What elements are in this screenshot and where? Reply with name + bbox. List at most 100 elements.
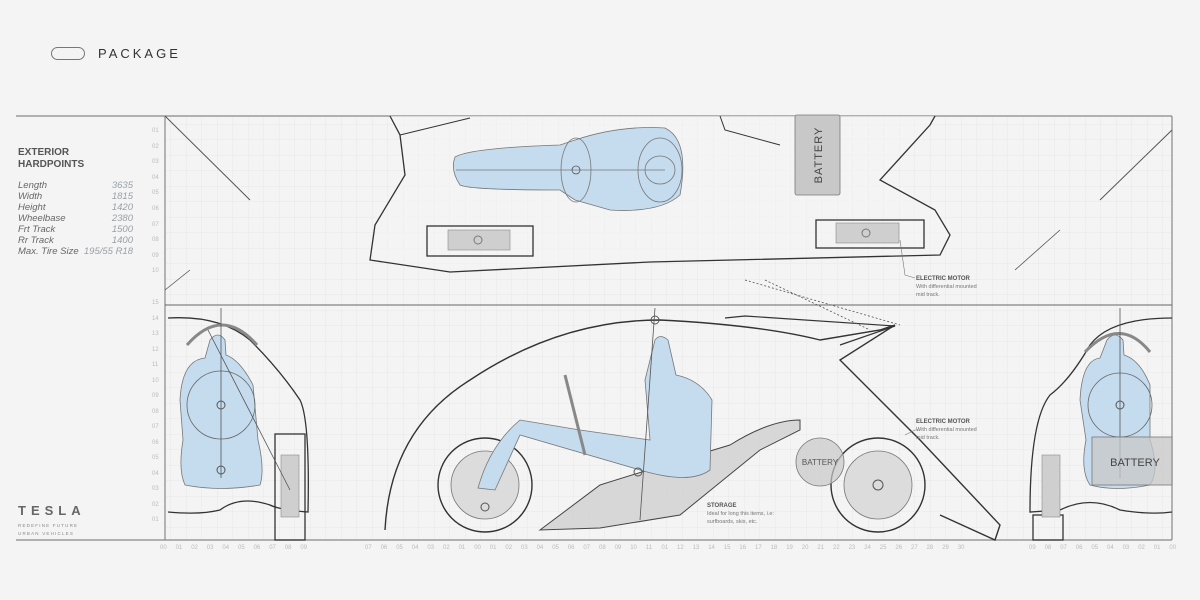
axis-tick: 08 (284, 545, 292, 551)
top-view: BATTERY (369, 114, 951, 279)
spec-value: 1420 (111, 202, 133, 213)
axis-tick: 28 (926, 545, 934, 551)
svg-text:BATTERY: BATTERY (802, 458, 839, 467)
axis-tick: 17 (755, 545, 762, 551)
axis-tick: 06 (152, 206, 159, 212)
axis-tick: 04 (411, 545, 419, 551)
spec-value: 195/55 R18 (83, 246, 133, 257)
axis-tick: 12 (677, 545, 684, 551)
axis-tick: 24 (864, 545, 871, 551)
axis-tick: 11 (152, 362, 159, 368)
axis-tick: 02 (505, 545, 513, 551)
spec-label: Rr Track (18, 235, 54, 246)
axis-tick: 09 (152, 393, 159, 399)
axis-tick: 25 (879, 545, 887, 551)
axis-tick: 16 (739, 545, 747, 551)
axis-tick: 06 (567, 545, 575, 551)
axis-tick: 06 (380, 545, 388, 551)
axis-tick: 07 (365, 545, 372, 551)
axis-tick: 13 (152, 331, 159, 337)
axis-tick: 10 (630, 545, 637, 551)
axis-tick: 26 (895, 545, 903, 551)
spec-value: 1500 (111, 224, 133, 235)
pill-shape-icon (51, 47, 85, 60)
svg-text:BATTERY: BATTERY (1110, 457, 1160, 469)
battery-rear (1091, 436, 1173, 486)
axis-tick: 00 (160, 545, 167, 551)
axis-tick: 01 (152, 517, 159, 523)
axis-tick: 23 (848, 545, 856, 551)
spec-label: Height (18, 202, 46, 213)
spec-label: Length (18, 180, 48, 191)
axis-tick: 01 (458, 545, 466, 551)
axis-tick: 00 (1169, 545, 1177, 551)
axis-tick: 08 (1044, 545, 1052, 551)
axis-tick: 05 (152, 190, 159, 197)
axis-tick: 01 (661, 545, 669, 551)
spec-row: Max. Tire Size 195/55 R18 (18, 246, 133, 257)
spec-label: Width (18, 191, 43, 202)
tesla-logo: TESLA (18, 503, 86, 518)
axis-tick: 07 (269, 545, 276, 551)
spec-row: Height 1420 (18, 202, 133, 213)
axis-tick: 15 (152, 300, 159, 306)
axis-tick: 07 (583, 545, 591, 551)
axis-tick: 19 (786, 545, 793, 551)
spec-row: Frt Track 1500 (18, 224, 133, 235)
axis-tick: 29 (942, 545, 949, 551)
page-title: PACKAGE (98, 46, 181, 61)
axis-tick: 03 (152, 159, 159, 166)
spec-value: 1400 (111, 235, 133, 246)
axis-tick: 14 (152, 315, 159, 322)
axis-tick: 01 (175, 545, 183, 551)
spec-row: Width 1815 (18, 191, 133, 202)
svg-text:BATTERY: BATTERY (813, 127, 825, 184)
axis-tick: 21 (817, 545, 825, 551)
axis-tick: 10 (152, 268, 159, 275)
rear-wheel-top (815, 219, 925, 249)
axis-tick: 10 (152, 377, 159, 384)
axis-tick: 07 (1060, 545, 1067, 551)
axis-tick: 05 (396, 545, 403, 551)
battery-top (794, 114, 841, 196)
axis-tick: 14 (708, 545, 715, 551)
axis-tick: 08 (152, 408, 159, 415)
axis-tick: 08 (599, 545, 606, 551)
axis-tick: 05 (152, 455, 159, 461)
spec-label: Max. Tire Size (18, 246, 79, 257)
axis-tick: 02 (152, 143, 159, 150)
annotation-storage: STORAGE Ideal for long this items, i.e: … (707, 503, 774, 525)
spec-value: 3635 (111, 180, 133, 191)
axis-tick: 02 (152, 501, 159, 508)
axis-tick: 07 (152, 221, 159, 228)
axis-tick: 22 (833, 545, 840, 551)
axis-tick: 27 (911, 545, 918, 551)
axis-tick: 11 (645, 545, 653, 551)
axis-tick: 03 (427, 545, 435, 551)
axis-tick: 09 (614, 545, 622, 551)
axis-tick: 13 (692, 545, 700, 551)
front-wheel-top (426, 225, 534, 257)
axis-tick: 15 (723, 545, 731, 551)
spec-value: 2380 (111, 213, 133, 224)
axis-tick: 08 (152, 237, 159, 244)
axis-tick: 04 (152, 470, 159, 477)
axis-tick: 04 (536, 545, 544, 551)
axis-tick: 03 (521, 545, 528, 551)
axis-tick: 06 (253, 545, 261, 551)
axis-tick: 06 (1075, 545, 1083, 551)
spec-label: Frt Track (18, 224, 56, 235)
axis-tick: 03 (1122, 545, 1130, 551)
annotation-electric-motor-top: ELECTRIC MOTOR With differential mounted… (916, 276, 977, 298)
annotation-electric-motor-side: ELECTRIC MOTOR With differential mounted… (916, 419, 977, 441)
spec-value: 1815 (111, 191, 133, 202)
axis-tick: 01 (1153, 545, 1161, 551)
axis-tick: 00 (474, 545, 481, 551)
axis-tick: 30 (957, 545, 965, 551)
spec-row: Rr Track 1400 (18, 235, 133, 246)
axis-tick: 04 (222, 545, 230, 551)
